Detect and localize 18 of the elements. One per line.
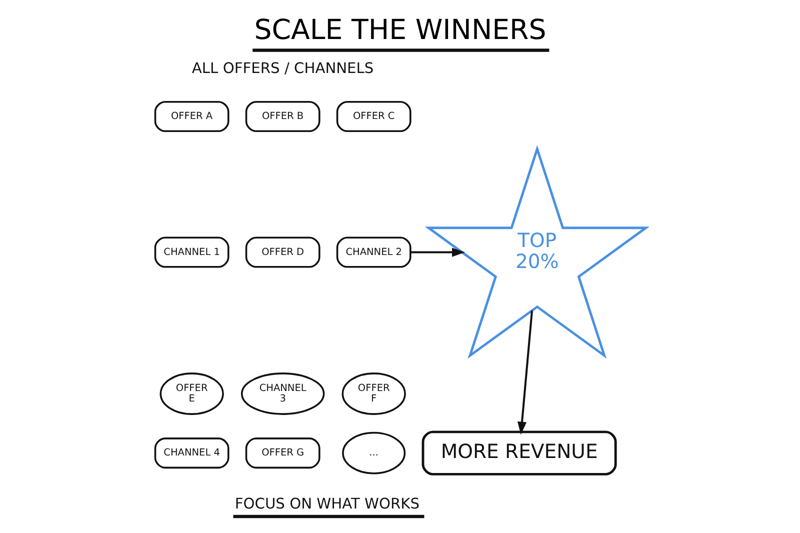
node-ellipse: OFFER E — [159, 372, 224, 415]
node-box: OFFER G — [244, 438, 320, 469]
node-box: MORE REVENUE — [421, 430, 616, 476]
node-box: CHANNEL 1 — [154, 236, 229, 268]
node-ellipse: ... — [342, 432, 406, 474]
label: ALL OFFERS / CHANNELS — [191, 60, 374, 77]
node-box: OFFER A — [154, 101, 229, 132]
node-ellipse: CHANNEL 3 — [240, 372, 324, 415]
node-ellipse: OFFER F — [341, 372, 406, 415]
arrow — [516, 310, 533, 435]
caption: FOCUS ON WHAT WORKS — [234, 496, 419, 513]
diagram-title: SCALE THE WINNERS — [254, 13, 546, 46]
arrow — [410, 248, 465, 257]
node-box: CHANNEL 4 — [154, 438, 229, 469]
node-box: CHANNEL 2 — [336, 236, 411, 268]
node-box: OFFER D — [244, 236, 320, 268]
node-box: OFFER C — [336, 101, 411, 132]
node-box: OFFER B — [244, 101, 320, 132]
